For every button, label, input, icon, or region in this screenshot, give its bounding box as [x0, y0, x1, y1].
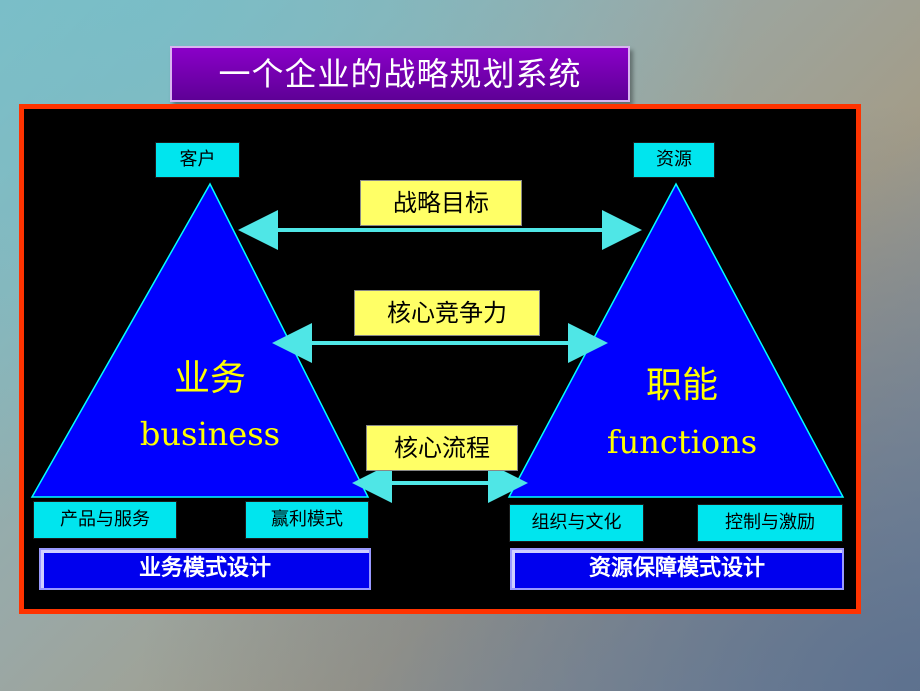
- resource-design-label: 资源保障模式设计: [510, 548, 844, 590]
- functions-cn-label: 职能: [645, 365, 718, 406]
- profit-model-label: 赢利模式: [245, 501, 369, 539]
- strategy-goal-label: 战略目标: [360, 180, 522, 226]
- control-incentive-label: 控制与激励: [697, 504, 843, 542]
- page-title: 一个企业的战略规划系统: [170, 46, 630, 102]
- resource-label: 资源: [633, 142, 715, 178]
- core-competence-label: 核心竞争力: [354, 290, 540, 336]
- org-culture-label: 组织与文化: [509, 504, 644, 542]
- product-service-label: 产品与服务: [33, 501, 177, 539]
- customer-label: 客户: [155, 142, 240, 178]
- business-en-label: business: [139, 415, 281, 453]
- business-cn-label: 业务: [173, 358, 246, 399]
- functions-en-label: functions: [606, 423, 758, 461]
- business-design-label: 业务模式设计: [39, 548, 371, 590]
- core-process-label: 核心流程: [366, 425, 518, 471]
